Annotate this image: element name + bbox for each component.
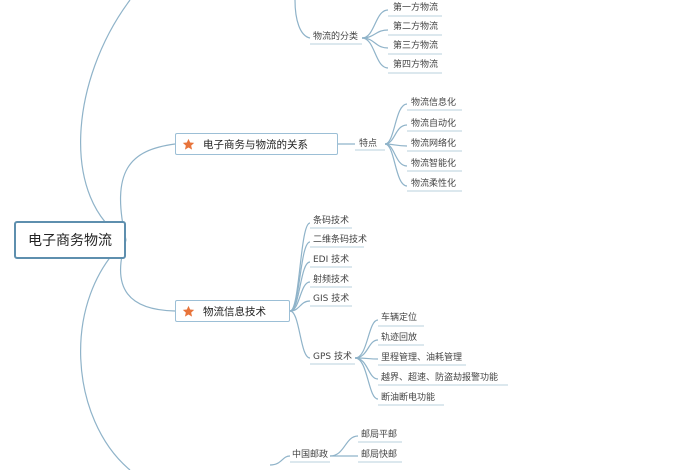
tech-item-4[interactable]: 射频技术	[313, 275, 350, 285]
classification-item-3[interactable]: 第三方物流	[393, 41, 439, 51]
gps-item-1[interactable]: 车辆定位	[381, 313, 418, 323]
tech-item-5[interactable]: GIS 技术	[313, 294, 350, 304]
branch-ecommerce-logistics-label: 电子商务与物流的关系	[203, 138, 308, 151]
classification-item-1[interactable]: 第一方物流	[393, 3, 439, 13]
gps-item-2[interactable]: 轨迹回放	[381, 333, 418, 343]
feature-item-4[interactable]: 物流智能化	[411, 159, 457, 169]
classification-node[interactable]: 物流的分类	[313, 32, 359, 42]
star-icon	[182, 305, 195, 318]
tech-item-1[interactable]: 条码技术	[313, 216, 350, 226]
feature-item-1[interactable]: 物流信息化	[411, 98, 457, 108]
gps-item-3[interactable]: 里程管理、油耗管理	[381, 353, 463, 363]
branch-logistics-info-tech[interactable]: 物流信息技术	[175, 300, 290, 322]
branch-logistics-info-tech-label: 物流信息技术	[203, 305, 266, 318]
tech-item-3[interactable]: EDI 技术	[313, 255, 350, 265]
features-node[interactable]: 特点	[359, 139, 378, 149]
star-icon	[182, 138, 195, 151]
post-item-2[interactable]: 邮局快邮	[361, 450, 398, 460]
gps-item-5[interactable]: 断油断电功能	[381, 393, 436, 403]
root-label: 电子商务物流	[28, 233, 112, 249]
branch-ecommerce-logistics[interactable]: 电子商务与物流的关系	[175, 133, 338, 155]
gps-node[interactable]: GPS 技术	[313, 352, 352, 362]
classification-item-2[interactable]: 第二方物流	[393, 22, 439, 32]
classification-item-4[interactable]: 第四方物流	[393, 60, 439, 70]
china-post-node[interactable]: 中国邮政	[292, 450, 329, 460]
tech-item-2[interactable]: 二维条码技术	[313, 235, 368, 245]
feature-item-5[interactable]: 物流柔性化	[411, 179, 457, 189]
feature-item-3[interactable]: 物流网络化	[411, 139, 457, 149]
post-item-1[interactable]: 邮局平邮	[361, 430, 398, 440]
feature-item-2[interactable]: 物流自动化	[411, 119, 457, 129]
gps-item-4[interactable]: 越界、超速、防盗劫报警功能	[381, 373, 499, 383]
root-node[interactable]: 电子商务物流	[14, 221, 126, 259]
